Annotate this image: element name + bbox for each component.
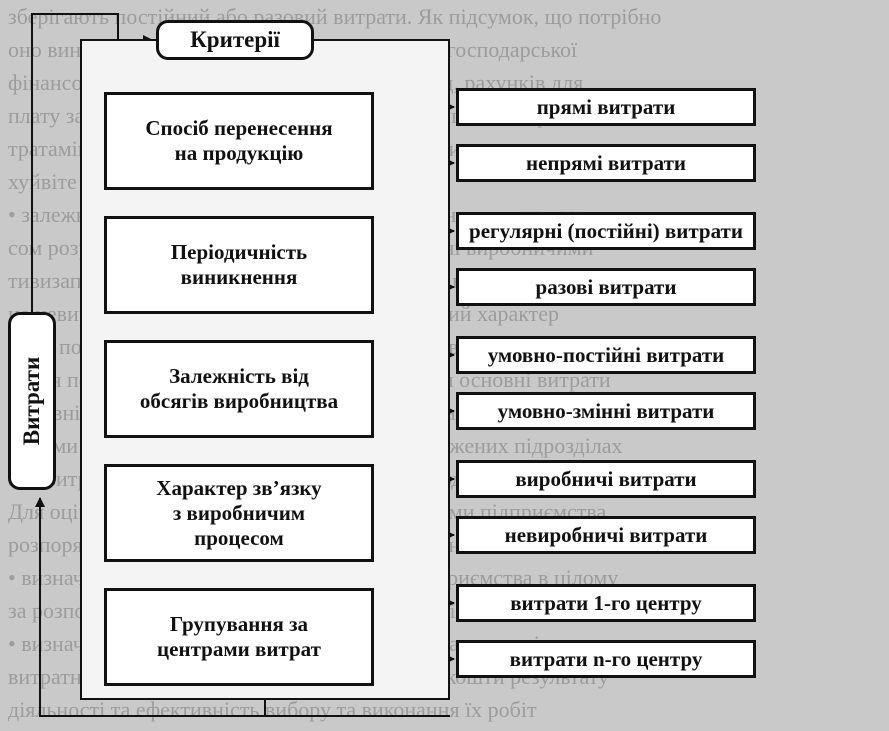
bottom-return-line [35, 497, 450, 717]
background-line: зберігають постійний або разовий витрати… [8, 4, 662, 29]
criterion-label-line: Характер зв’язку [156, 475, 322, 500]
result-box: витрати 1-го центру [456, 584, 756, 622]
criterion-label-line: з виробничим [172, 500, 306, 525]
criterion-label-line: центрами витрат [157, 637, 321, 661]
criterion-label-line: процесом [194, 525, 284, 550]
result-label: умовно-змінні витрати [497, 398, 715, 423]
result-label: регулярні (постійні) витрати [469, 218, 743, 243]
result-label: невиробничі витрати [504, 522, 708, 547]
result-box: разові витрати [456, 268, 756, 306]
criterion-label-line: виникнення [180, 265, 298, 289]
result-box: виробничі витрати [456, 460, 756, 498]
criterion-label-line: обсягів виробництва [139, 389, 339, 413]
criterion-label-line: Спосіб перенесення [145, 116, 333, 140]
criterion-label-line: Періодичність [170, 240, 308, 264]
background-line: діяльності та ефективність вибору та вик… [8, 697, 537, 722]
costs-side-label: Витрати [19, 356, 45, 446]
criterion-label-line: на продукцію [174, 141, 304, 165]
result-box: умовно-постійні витрати [456, 336, 756, 374]
criterion-label-line: Групування за [169, 612, 309, 636]
criteria-title: Критерії [156, 20, 314, 60]
costs-side-box: Витрати [8, 312, 56, 490]
result-label: витрати 1-го центру [510, 590, 702, 615]
result-label: разові витрати [535, 274, 677, 299]
result-box: регулярні (постійні) витрати [456, 212, 756, 250]
result-box: прямі витрати [456, 88, 756, 126]
result-label: прямі витрати [536, 94, 676, 119]
result-label: витрати n-го центру [509, 646, 703, 671]
result-box: невиробничі витрати [456, 516, 756, 554]
criterion-label-line: Залежність від [169, 364, 309, 388]
result-label: непрямі витрати [525, 150, 686, 175]
result-label: виробничі витрати [515, 466, 697, 491]
result-box: непрямі витрати [456, 144, 756, 182]
result-label: умовно-постійні витрати [487, 342, 725, 367]
side-to-title-line [31, 13, 119, 312]
result-box: витрати n-го центру [456, 640, 756, 678]
result-box: умовно-змінні витрати [456, 392, 756, 430]
